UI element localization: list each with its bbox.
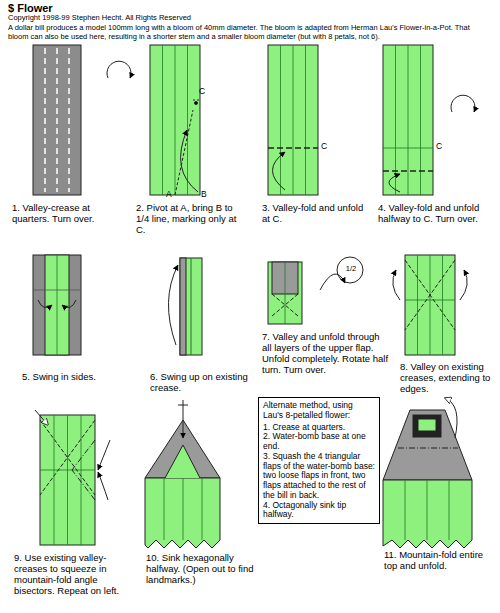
step-caption: 6. Swing up on existing crease. (150, 372, 255, 394)
box-item: 1. Crease at quarters. (263, 423, 375, 433)
point-label: C (436, 142, 448, 152)
box-heading: Alternate method, using Lau's 8-petalled… (263, 401, 375, 421)
step-caption: 4. Valley-fold and unfold halfway to C. … (378, 203, 490, 225)
step-caption: 11. Mountain-fold entire top and unfold. (384, 550, 496, 572)
step-caption: 8. Valley on existing creases, extending… (400, 362, 498, 395)
step-caption: 9. Use existing valley-creases to squeez… (14, 553, 136, 597)
step-caption: 7. Valley and unfold through all layers … (262, 332, 390, 376)
step-caption: 2. Pivot at A, bring B to 1/4 line, mark… (136, 203, 248, 236)
title: $ Flower (8, 2, 53, 15)
point-label: B (201, 190, 213, 200)
copyright: Copyright 1998-99 Stephen Hecht. All Rig… (8, 14, 488, 23)
note-box: Alternate method, using Lau's 8-petalled… (258, 397, 380, 524)
step-caption: 3. Valley-fold and unfold at C. (262, 203, 372, 225)
step-caption: 5. Swing in sides. (22, 372, 132, 383)
box-item: 3. Squash the 4 triangular flaps of the … (263, 452, 375, 501)
point-label: A (166, 190, 178, 200)
point-label: 1/2 (340, 265, 362, 274)
box-item: 4. Octagonally sink tip halfway. (263, 501, 375, 521)
box-item: 2. Water-bomb base at one end. (263, 432, 375, 452)
step-caption: 10. Sink hexagonally halfway. (Open out … (146, 553, 254, 586)
point-label: C (321, 142, 333, 152)
step-caption: 1. Valley-crease at quarters. Turn over. (12, 203, 124, 225)
intro-note: A dollar bill produces a model 100mm lon… (8, 24, 492, 41)
point-label: C (199, 87, 211, 97)
